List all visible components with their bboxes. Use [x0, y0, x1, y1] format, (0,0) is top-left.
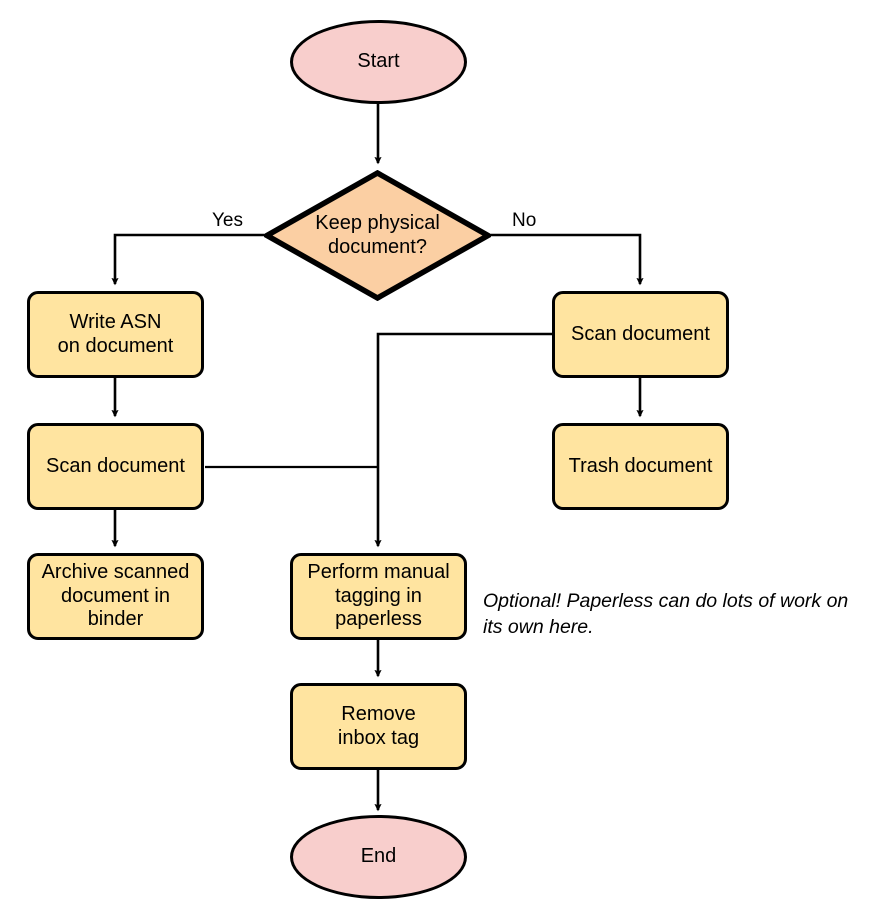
node-remove-inbox-tag[interactable]: Remove inbox tag: [290, 683, 467, 770]
node-trash-document[interactable]: Trash document: [552, 423, 729, 510]
node-perform-manual-tagging[interactable]: Perform manual tagging in paperless: [290, 553, 467, 640]
node-keep-physical-document-decision[interactable]: Keep physical document?: [264, 170, 491, 301]
diamond-shape-icon: [264, 170, 491, 301]
annotation-optional-paperless: Optional! Paperless can do lots of work …: [483, 590, 849, 639]
node-archive-scanned-document[interactable]: Archive scanned document in binder: [27, 553, 204, 640]
node-scan-document-left[interactable]: Scan document: [27, 423, 204, 510]
node-archive-label: Archive scanned document in binder: [41, 561, 190, 631]
edge-label-no: No: [509, 210, 540, 232]
node-start[interactable]: Start: [290, 20, 467, 104]
node-scan-document-right-label: Scan document: [571, 322, 710, 345]
node-end[interactable]: End: [290, 815, 467, 899]
node-scan-document-right[interactable]: Scan document: [552, 291, 729, 378]
node-trash-document-label: Trash document: [568, 454, 713, 477]
node-scan-document-left-label: Scan document: [46, 454, 185, 477]
node-start-label: Start: [357, 50, 400, 73]
edge-decision-yes-to-write-asn: [111, 233, 264, 286]
edge-decision-no-to-scan-right: [491, 233, 644, 286]
node-remove-inbox-tag-label: Remove inbox tag: [337, 702, 420, 749]
edge-scan-right-to-tagging: [374, 332, 552, 548]
node-write-asn-label: Write ASN on document: [57, 310, 174, 357]
node-tagging-label: Perform manual tagging in paperless: [307, 561, 450, 631]
node-write-asn-on-document[interactable]: Write ASN on document: [27, 291, 204, 378]
node-end-label: End: [360, 845, 397, 868]
node-decision-label: Keep physical document?: [315, 211, 440, 258]
edge-label-yes: Yes: [209, 210, 246, 232]
